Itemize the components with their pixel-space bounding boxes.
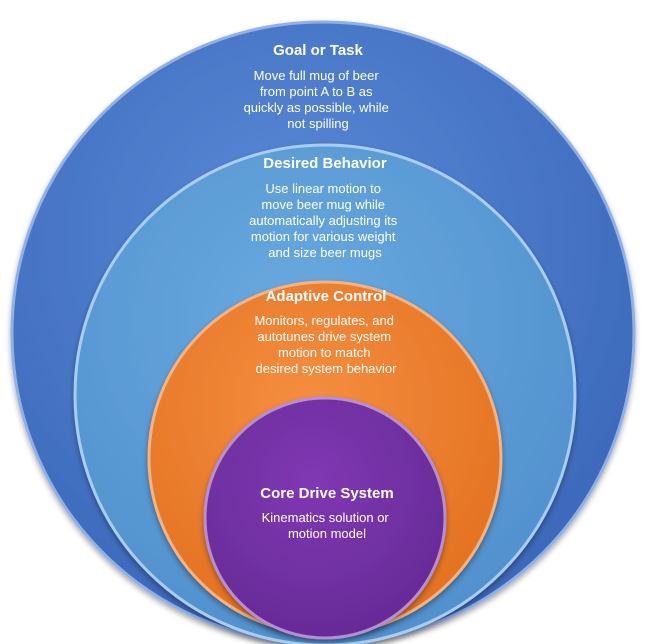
core-title: Core Drive System: [260, 485, 393, 502]
behavior-title: Desired Behavior: [263, 155, 387, 172]
adaptive-description: Monitors, regulates, and autotunes drive…: [254, 313, 397, 376]
behavior-description: Use linear motion to move beer mug while…: [249, 181, 401, 260]
goal-description: Move full mug of beer from point A to B …: [244, 68, 393, 131]
goal-title: Goal or Task: [273, 42, 363, 59]
core-circle: [203, 396, 447, 640]
layer-core: Core Drive System Kinematics solution or…: [203, 396, 447, 640]
adaptive-title: Adaptive Control: [266, 288, 387, 305]
core-description: Kinematics solution or motion model: [262, 510, 393, 541]
